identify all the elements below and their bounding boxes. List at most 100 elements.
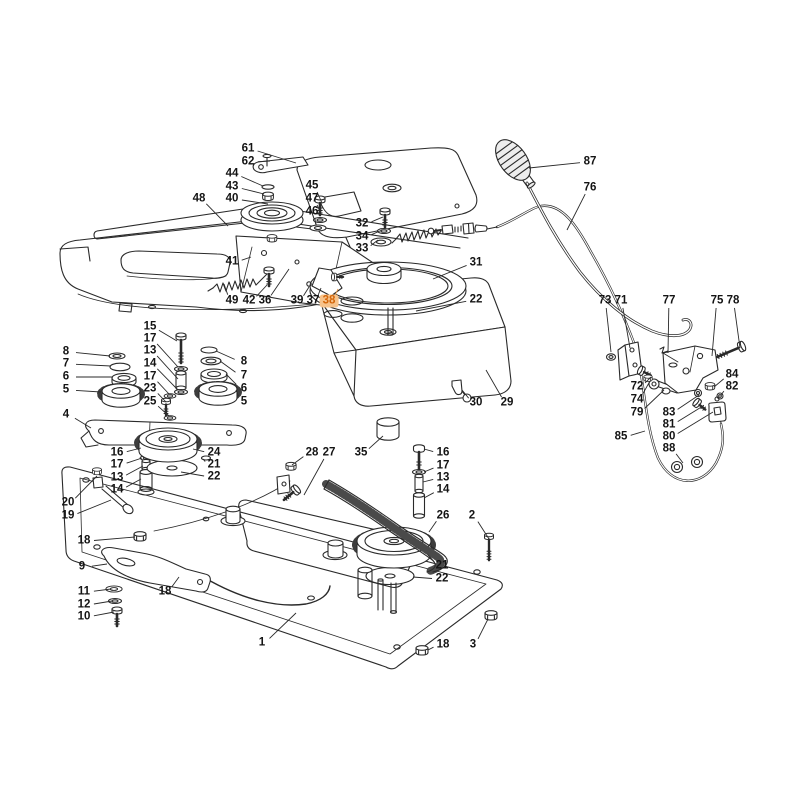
bracket-9 <box>101 547 211 628</box>
part-label-7[interactable]: 7 <box>62 357 70 370</box>
part-label-5[interactable]: 5 <box>240 395 248 408</box>
part-label-46[interactable]: 46 <box>305 205 319 218</box>
part-label-22[interactable]: 22 <box>207 470 221 483</box>
part-label-75[interactable]: 75 <box>710 294 724 307</box>
part-label-42[interactable]: 42 <box>242 294 256 307</box>
part-label-9[interactable]: 9 <box>78 560 86 573</box>
part-label-18[interactable]: 18 <box>436 638 450 651</box>
part-label-38[interactable]: 38 <box>319 294 339 308</box>
part-label-73[interactable]: 73 <box>598 294 612 307</box>
part-label-29[interactable]: 29 <box>500 396 514 409</box>
part-label-44[interactable]: 44 <box>225 167 239 180</box>
part-label-21[interactable]: 21 <box>207 458 221 471</box>
part-label-13[interactable]: 13 <box>110 471 124 484</box>
part-label-87[interactable]: 87 <box>583 155 597 168</box>
part-label-79[interactable]: 79 <box>630 406 644 419</box>
part-label-74[interactable]: 74 <box>630 393 644 406</box>
part-label-18[interactable]: 18 <box>158 585 172 598</box>
part-label-14[interactable]: 14 <box>110 483 124 496</box>
part-label-6[interactable]: 6 <box>62 370 70 383</box>
part-label-15[interactable]: 15 <box>143 320 157 333</box>
part-label-22[interactable]: 22 <box>435 572 449 585</box>
part-label-84[interactable]: 84 <box>725 368 739 381</box>
part-label-30[interactable]: 30 <box>469 396 483 409</box>
part-label-14[interactable]: 14 <box>143 357 157 370</box>
part-label-76[interactable]: 76 <box>583 181 597 194</box>
bearing-stack-right <box>194 346 242 406</box>
part-label-85[interactable]: 85 <box>614 430 628 443</box>
part-label-88[interactable]: 88 <box>662 442 676 455</box>
part-label-62[interactable]: 62 <box>241 155 255 168</box>
clutch-pulley-31 <box>309 261 467 336</box>
cable-spring <box>391 228 442 244</box>
part-label-35[interactable]: 35 <box>354 446 368 459</box>
part-label-4[interactable]: 4 <box>62 408 70 421</box>
part-label-16[interactable]: 16 <box>436 446 450 459</box>
part-label-20[interactable]: 20 <box>61 496 75 509</box>
part-label-40[interactable]: 40 <box>225 192 239 205</box>
part-label-37[interactable]: 37 <box>306 294 320 307</box>
part-label-17[interactable]: 17 <box>143 332 157 345</box>
part-label-25[interactable]: 25 <box>143 395 157 408</box>
part-label-49[interactable]: 49 <box>225 294 239 307</box>
part-label-12[interactable]: 12 <box>77 598 91 611</box>
part-label-10[interactable]: 10 <box>77 610 91 623</box>
part-label-81[interactable]: 81 <box>662 418 676 431</box>
part-label-43[interactable]: 43 <box>225 180 239 193</box>
part-label-16[interactable]: 16 <box>110 446 124 459</box>
part-label-41[interactable]: 41 <box>225 255 239 268</box>
part-label-17[interactable]: 17 <box>143 370 157 383</box>
standoff <box>220 505 246 527</box>
part-label-77[interactable]: 77 <box>662 294 676 307</box>
part-label-32[interactable]: 32 <box>355 217 369 230</box>
part-label-71[interactable]: 71 <box>614 294 628 307</box>
part-label-23[interactable]: 23 <box>143 382 157 395</box>
part-label-34[interactable]: 34 <box>355 230 369 243</box>
part-label-11[interactable]: 11 <box>77 585 91 598</box>
part-label-24[interactable]: 24 <box>207 446 221 459</box>
part-label-22[interactable]: 22 <box>469 293 483 306</box>
part-label-83[interactable]: 83 <box>662 406 676 419</box>
part-label-3[interactable]: 3 <box>469 638 477 651</box>
part-label-82[interactable]: 82 <box>725 380 739 393</box>
part-label-5[interactable]: 5 <box>62 383 70 396</box>
part-label-2[interactable]: 2 <box>468 509 476 522</box>
part-label-6[interactable]: 6 <box>240 382 248 395</box>
part-label-13[interactable]: 13 <box>143 344 157 357</box>
part-label-28[interactable]: 28 <box>305 446 319 459</box>
part-label-31[interactable]: 31 <box>469 256 483 269</box>
part-label-19[interactable]: 19 <box>61 509 75 522</box>
part-label-7[interactable]: 7 <box>240 369 248 382</box>
part-label-47[interactable]: 47 <box>305 192 319 205</box>
part-label-8[interactable]: 8 <box>62 345 70 358</box>
cable-adjuster <box>427 222 498 235</box>
part-label-17[interactable]: 17 <box>436 459 450 472</box>
screw-stack-45-47-46 <box>309 194 328 232</box>
part-label-13[interactable]: 13 <box>436 471 450 484</box>
part-label-26[interactable]: 26 <box>436 509 450 522</box>
part-label-21[interactable]: 21 <box>435 559 449 572</box>
part-label-61[interactable]: 61 <box>241 142 255 155</box>
part-label-8[interactable]: 8 <box>240 355 248 368</box>
part-label-18[interactable]: 18 <box>77 534 91 547</box>
part-label-72[interactable]: 72 <box>630 380 644 393</box>
lever-rod-76 <box>525 181 693 338</box>
part-label-33[interactable]: 33 <box>355 242 369 255</box>
part-label-1[interactable]: 1 <box>258 636 266 649</box>
part-label-17[interactable]: 17 <box>110 458 124 471</box>
part-label-80[interactable]: 80 <box>662 430 676 443</box>
part-label-48[interactable]: 48 <box>192 192 206 205</box>
part-label-45[interactable]: 45 <box>305 179 319 192</box>
spring-washer-7 <box>109 362 131 372</box>
spacer-35 <box>376 417 400 441</box>
part-label-27[interactable]: 27 <box>322 446 336 459</box>
circlip-8 <box>200 346 218 354</box>
part-label-36[interactable]: 36 <box>258 294 272 307</box>
part-label-78[interactable]: 78 <box>726 294 740 307</box>
part-label-14[interactable]: 14 <box>436 483 450 496</box>
washer-21 <box>200 455 212 461</box>
part-label-39[interactable]: 39 <box>290 294 304 307</box>
engine-pulley <box>240 184 304 243</box>
spindle-stack-16b <box>411 444 427 519</box>
